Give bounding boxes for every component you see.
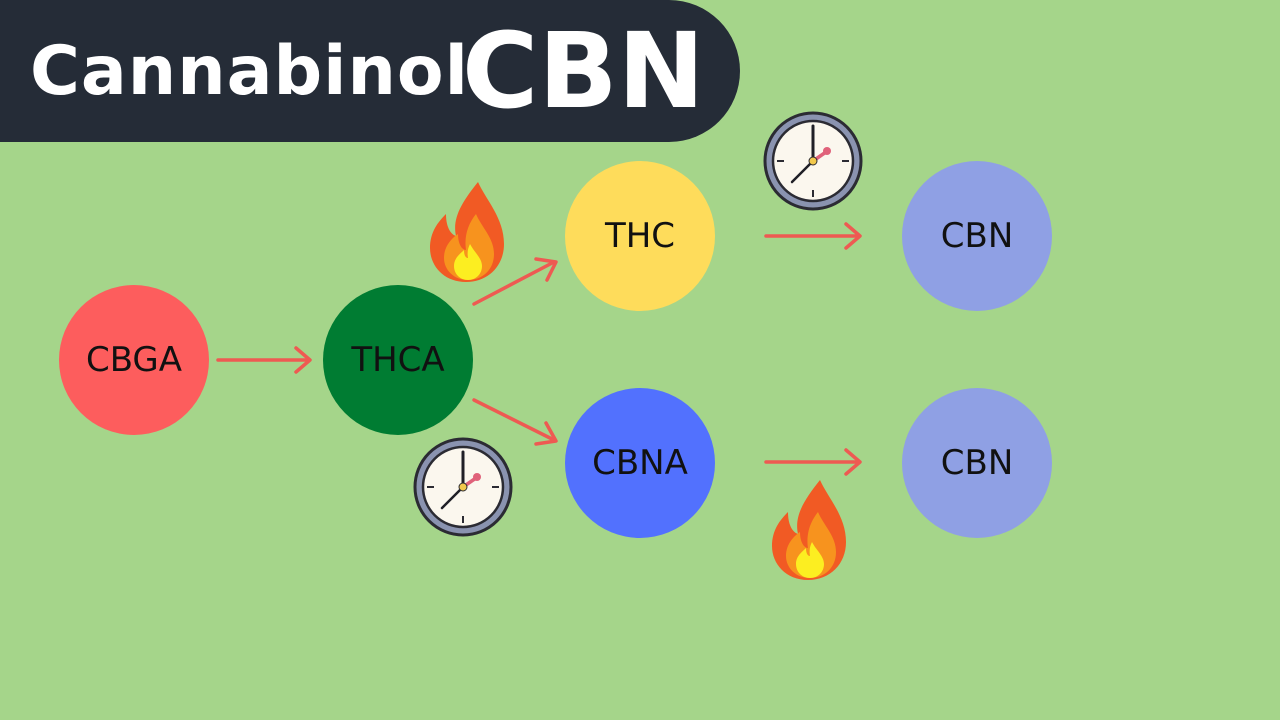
title-banner: Cannabinol CBN [0,0,740,142]
node-cbna-label: CBNA [592,443,688,483]
node-thca-label: THCA [351,340,445,380]
clock-icon [413,437,513,537]
node-cbga: CBGA [59,285,209,435]
arrow-thca-to-thc [472,260,556,306]
title-main-text: Cannabinol [30,32,469,111]
clock-icon [763,111,863,211]
node-cbn-bottom: CBN [902,388,1052,538]
arrow-cbna-to-cbn-head [844,448,862,476]
arrow-thca-to-cbna-head [534,421,558,446]
node-cbn-top: CBN [902,161,1052,311]
node-cbna: CBNA [565,388,715,538]
node-thc-label: THC [604,216,676,256]
node-cbn-top-label: CBN [940,216,1014,256]
node-cbga-label: CBGA [85,340,183,380]
arrow-cbga-to-thca-head [294,346,312,374]
node-thca: THCA [323,285,473,435]
arrow-thca-to-thc-head [534,257,558,282]
arrow-thca-to-cbna [472,398,556,442]
node-cbn-bottom-label: CBN [940,443,1014,483]
arrow-thc-to-cbn-head [844,222,862,250]
title-accent-text: CBN [462,10,705,132]
fire-icon [772,480,846,580]
node-thc: THC [565,161,715,311]
fire-icon [430,182,504,282]
